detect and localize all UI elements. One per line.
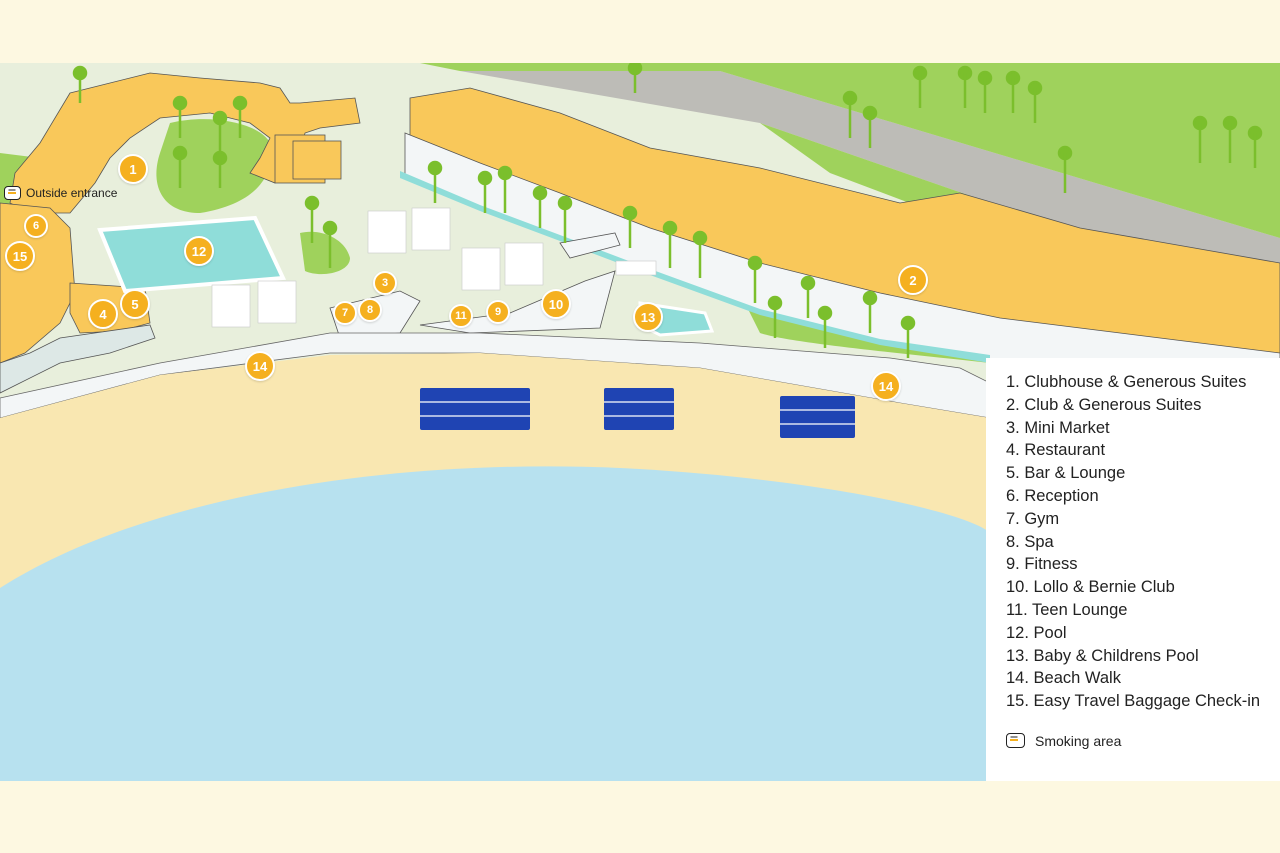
outside-entrance-label: Outside entrance (26, 186, 118, 200)
map-marker-4[interactable]: 4 (88, 299, 118, 329)
legend-item: 14. Beach Walk (1006, 669, 1121, 688)
map-marker-14-west[interactable]: 14 (245, 351, 275, 381)
map-marker-1[interactable]: 1 (118, 154, 148, 184)
legend-item: 12. Pool (1006, 623, 1067, 642)
map-marker-15[interactable]: 15 (5, 241, 35, 271)
map-marker-13[interactable]: 13 (633, 302, 663, 332)
legend-item: 7. Gym (1006, 509, 1060, 528)
legend-item: 4. Restaurant (1006, 441, 1106, 460)
legend-smoking-area: Smoking area (1006, 733, 1266, 749)
map-marker-11[interactable]: 11 (449, 304, 473, 328)
map-marker-9[interactable]: 9 (486, 300, 510, 324)
map-legend: 1. Clubhouse & Generous Suites 2. Club &… (986, 358, 1280, 781)
map-marker-5[interactable]: 5 (120, 289, 150, 319)
legend-item: 8. Spa (1006, 532, 1054, 551)
map-marker-8[interactable]: 8 (358, 298, 382, 322)
legend-item: 5. Bar & Lounge (1006, 464, 1126, 483)
map-marker-3[interactable]: 3 (373, 271, 397, 295)
legend-item: 11. Teen Lounge (1006, 600, 1128, 619)
map-marker-10[interactable]: 10 (541, 289, 571, 319)
legend-item: 2. Club & Generous Suites (1006, 395, 1202, 414)
legend-item: 15. Easy Travel Baggage Check-in (1006, 692, 1261, 711)
legend-item: 3. Mini Market (1006, 418, 1110, 437)
smoking-area-icon (4, 186, 21, 200)
map-marker-2[interactable]: 2 (898, 265, 928, 295)
map-marker-12[interactable]: 12 (184, 236, 214, 266)
legend-item: 9. Fitness (1006, 555, 1078, 574)
map-marker-7[interactable]: 7 (333, 301, 357, 325)
smoking-area-icon (1006, 733, 1025, 749)
smoking-area-label: Smoking area (1035, 732, 1122, 749)
legend-item: 6. Reception (1006, 486, 1099, 505)
beach-sunbeds (420, 388, 855, 438)
legend-list: 1. Clubhouse & Generous Suites 2. Club &… (1006, 371, 1266, 713)
legend-item: 10. Lollo & Bernie Club (1006, 578, 1175, 597)
map-marker-14-east[interactable]: 14 (871, 371, 901, 401)
outside-entrance-smoking-tag: Outside entrance (4, 186, 117, 200)
map-marker-6[interactable]: 6 (24, 214, 48, 238)
legend-item: 13. Baby & Childrens Pool (1006, 646, 1199, 665)
legend-item: 1. Clubhouse & Generous Suites (1006, 373, 1247, 391)
